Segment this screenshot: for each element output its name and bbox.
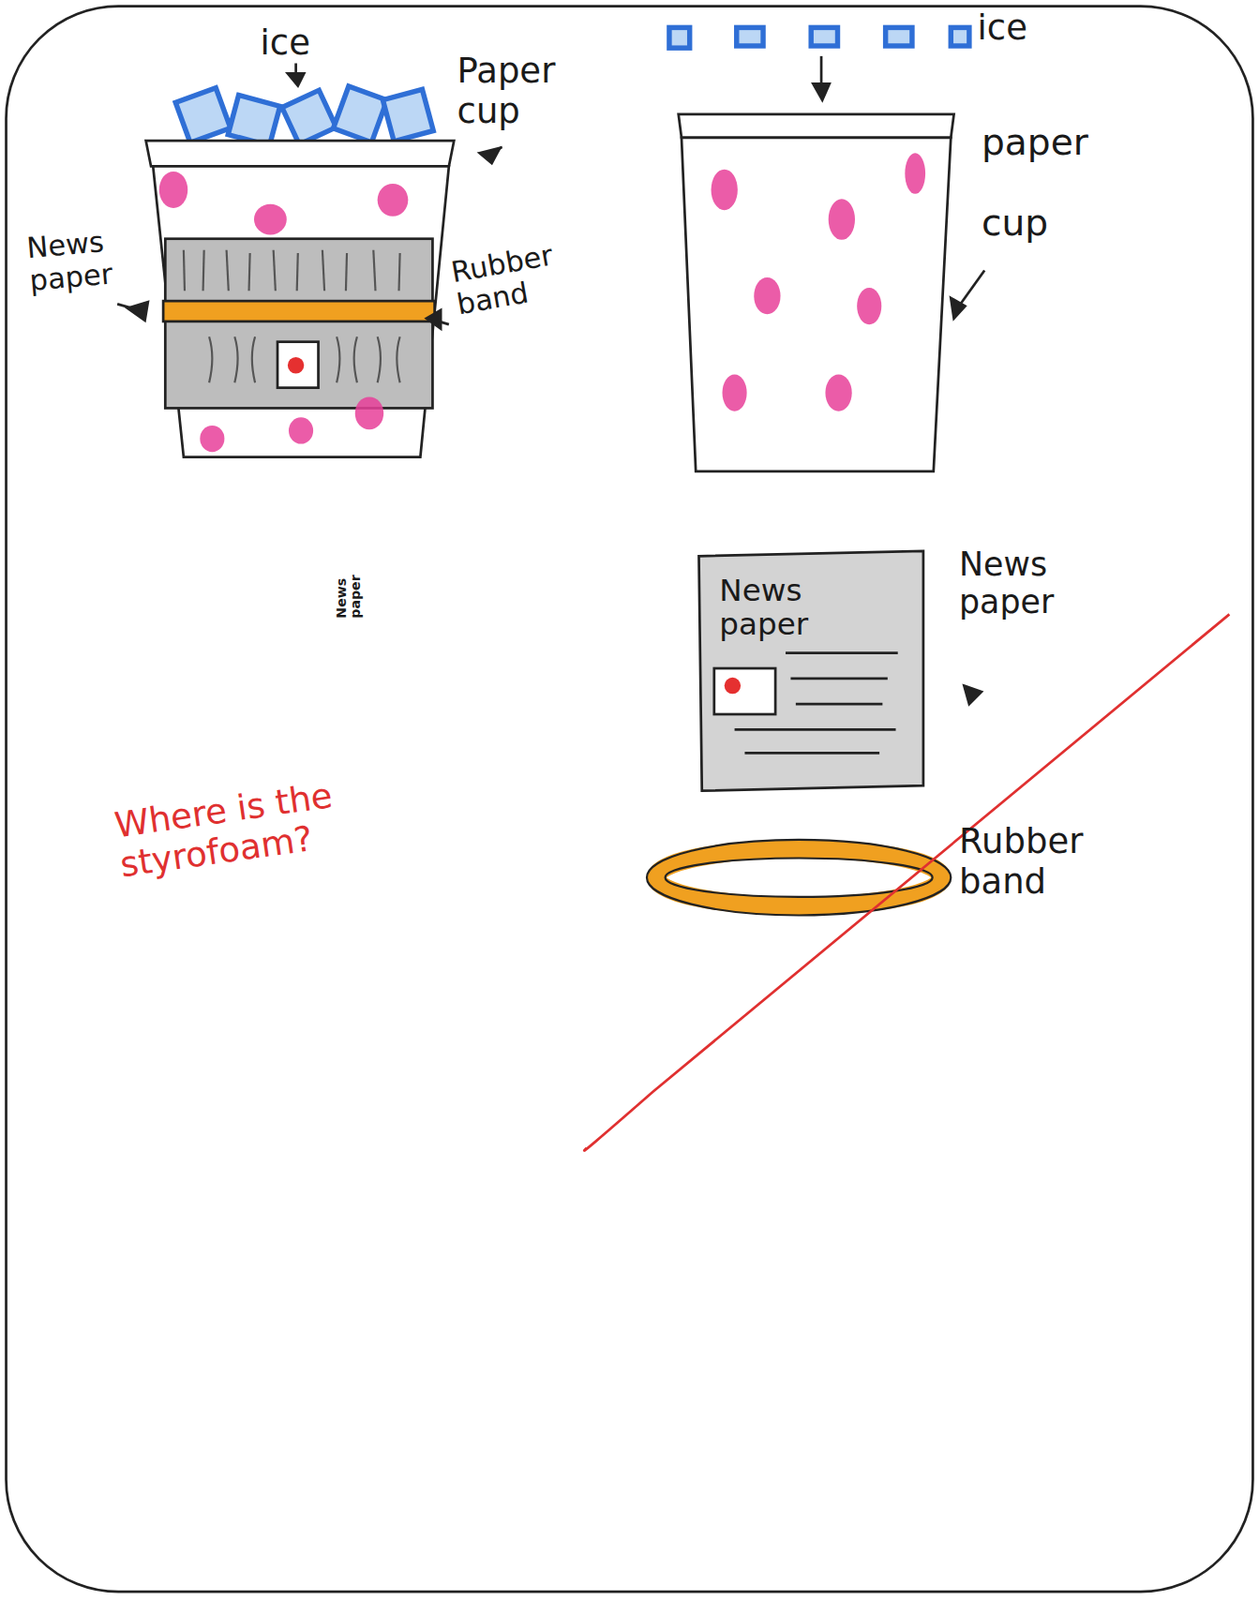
node-text: News paper: [334, 567, 364, 618]
left-cup: [146, 86, 455, 458]
node-text: News paper: [719, 573, 852, 642]
part-label: Rubber band: [449, 236, 582, 323]
rubber-band: [646, 839, 951, 916]
leader-lines: [117, 62, 502, 329]
right-cup: [669, 27, 985, 472]
part-label: paper cup: [981, 102, 1095, 264]
newspaper-sheet-box: News paper: [698, 553, 923, 791]
newspaper-wrap: News paper: [164, 239, 433, 409]
part-label: ice: [977, 8, 1060, 49]
teacher-note: Where is the styrofoam?: [112, 757, 467, 885]
part-label: News paper: [959, 545, 1072, 621]
page-border: [6, 6, 1254, 1593]
part-label: Paper cup: [457, 50, 581, 131]
teacher-check-mark: [584, 614, 1230, 1151]
part-label: News paper: [25, 224, 134, 299]
newspaper-sheet: [698, 551, 981, 792]
part-label: Rubber band: [959, 821, 1102, 901]
part-label: ice: [260, 22, 343, 63]
